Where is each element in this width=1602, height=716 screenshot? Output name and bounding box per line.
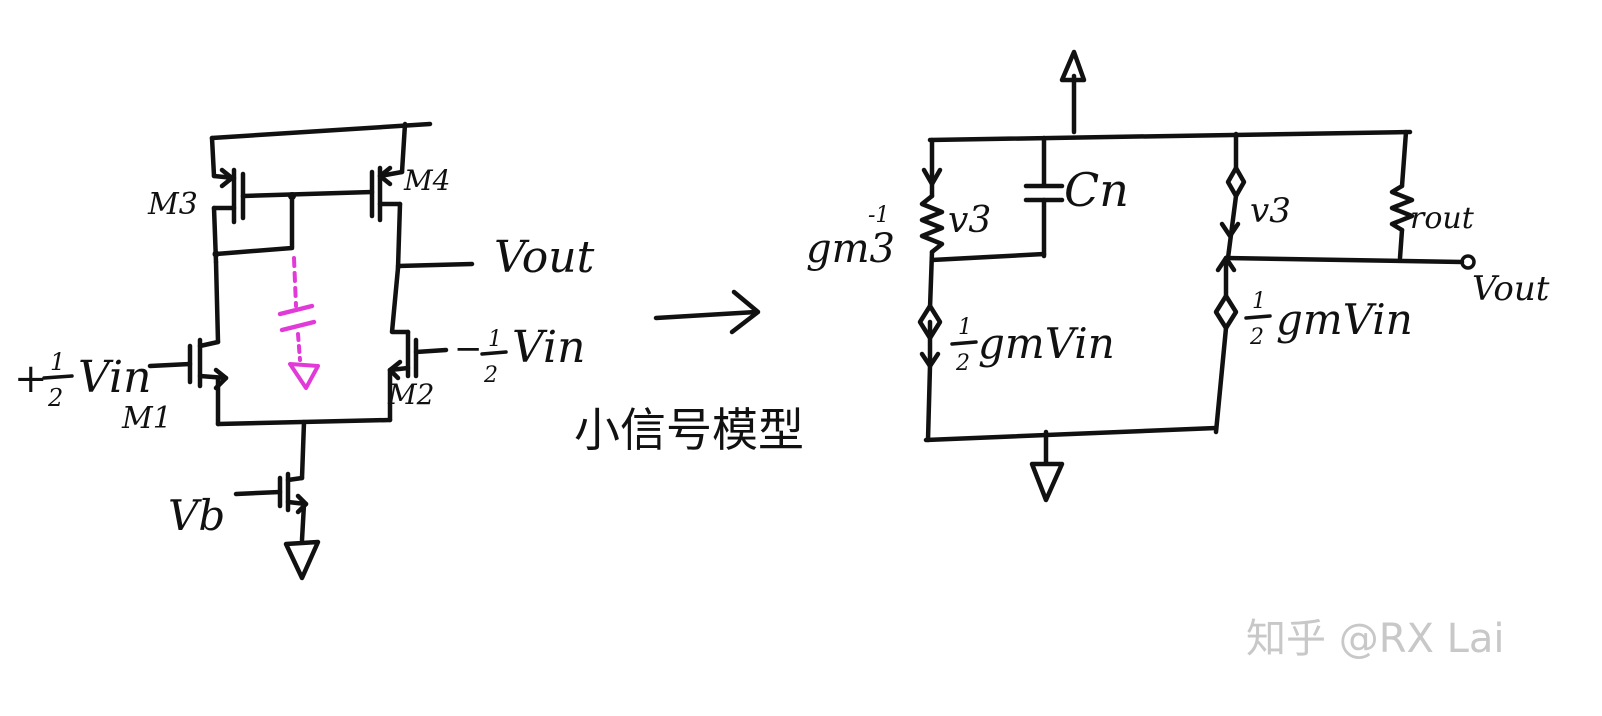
v3-label-right: v3	[1250, 191, 1291, 231]
gm-left-half-num: 1	[958, 315, 972, 340]
rout-top-wire	[1399, 129, 1409, 189]
vin-pos-label: Vin	[78, 352, 151, 403]
tail-transistor	[277, 471, 309, 543]
m1-transistor	[187, 337, 229, 427]
tail-drop	[299, 419, 307, 481]
right-schematic: gm3 -1 v3 Cn 1 2 gmVin v3 rout 1 2 gmVin…	[806, 49, 1550, 503]
vin-pos-half-den: 2	[47, 384, 63, 412]
vout-wire	[395, 261, 475, 269]
vin-pos-half-num: 1	[50, 348, 65, 376]
small-signal-caption: 小信号模型	[574, 403, 804, 457]
gmvin-label-left: gmVin	[978, 319, 1115, 368]
left-ground-icon	[283, 539, 321, 581]
arrow-head	[729, 289, 761, 335]
supply-up-icon	[1059, 49, 1087, 83]
gm3-exponent: -1	[868, 203, 889, 228]
vout-label-right: Vout	[1472, 269, 1550, 309]
gm-right-half-den: 2	[1249, 325, 1264, 350]
vout-label-left: Vout	[494, 232, 595, 283]
vdd-rail	[209, 121, 433, 141]
arrow-shaft	[653, 309, 759, 321]
vin-neg-sign: −	[454, 329, 483, 369]
m2-transistor	[387, 329, 419, 423]
vin-neg-half-bar	[480, 350, 508, 356]
output-node-wire	[1223, 255, 1465, 265]
m1-drain-wire	[213, 259, 221, 345]
vin-neg-half-num: 1	[488, 327, 502, 352]
m3-label: M3	[147, 187, 198, 222]
rout-bottom-wire	[1397, 227, 1405, 261]
vin-neg-label: Vin	[512, 322, 585, 373]
bottom-rail	[923, 425, 1219, 443]
left-current-source	[917, 303, 943, 443]
m4-label: M4	[403, 164, 450, 197]
parasitic-capacitor	[277, 256, 320, 390]
gm-right-half-num: 1	[1252, 289, 1266, 314]
rout-resistor	[1389, 183, 1415, 233]
vb-gate-wire	[233, 489, 283, 497]
diode-node-dot	[212, 250, 220, 258]
vout-terminal	[1460, 254, 1476, 270]
m2-gate-wire	[413, 347, 449, 355]
top-rail	[927, 129, 1413, 143]
right-ground-icon	[1029, 461, 1065, 503]
left-to-cn-bottom	[929, 251, 1047, 263]
diode-connection	[213, 193, 295, 257]
m2-label: M2	[387, 378, 434, 411]
m1-gate-wire	[147, 361, 193, 369]
gm3-label: gm3	[806, 226, 895, 272]
m3-m4-gate-line	[240, 189, 375, 199]
parasitic-ground-icon	[288, 362, 320, 390]
right-v3-source	[1225, 165, 1247, 199]
vin-neg-half-den: 2	[483, 363, 498, 388]
vdd-rail-right-drop	[399, 121, 408, 175]
left-current-arrow	[921, 167, 943, 187]
rout-label: rout	[1410, 201, 1475, 236]
cn-label: Cn	[1064, 163, 1129, 217]
gm-left-half-bar	[950, 340, 978, 346]
vin-pos-half-bar	[42, 374, 74, 380]
vb-label: Vb	[168, 491, 225, 540]
right-branch-v3-mid	[1225, 193, 1239, 261]
gmvin-label-right: gmVin	[1276, 295, 1413, 344]
m4-transistor	[369, 165, 405, 271]
gm3-resistor	[919, 193, 945, 255]
vdd-rail-left-drop	[209, 135, 217, 179]
gm-left-half-den: 2	[955, 351, 970, 376]
m2-drain-wire	[389, 265, 411, 335]
m1-label: M1	[121, 401, 172, 436]
right-current-source	[1213, 255, 1239, 435]
vin-pos-sign: +	[14, 356, 48, 402]
m3-transistor	[211, 167, 246, 265]
transform-arrow	[653, 289, 761, 335]
gm-right-half-bar	[1244, 314, 1272, 320]
v3-label-left: v3	[948, 200, 991, 241]
watermark: 知乎 @RX Lai	[1246, 616, 1505, 662]
left-schematic: M3 M4 Vout + 1 2 Vin M1 − 1 2 Vin M2 Vb	[14, 121, 595, 581]
right-v3-arrow	[1219, 221, 1241, 239]
